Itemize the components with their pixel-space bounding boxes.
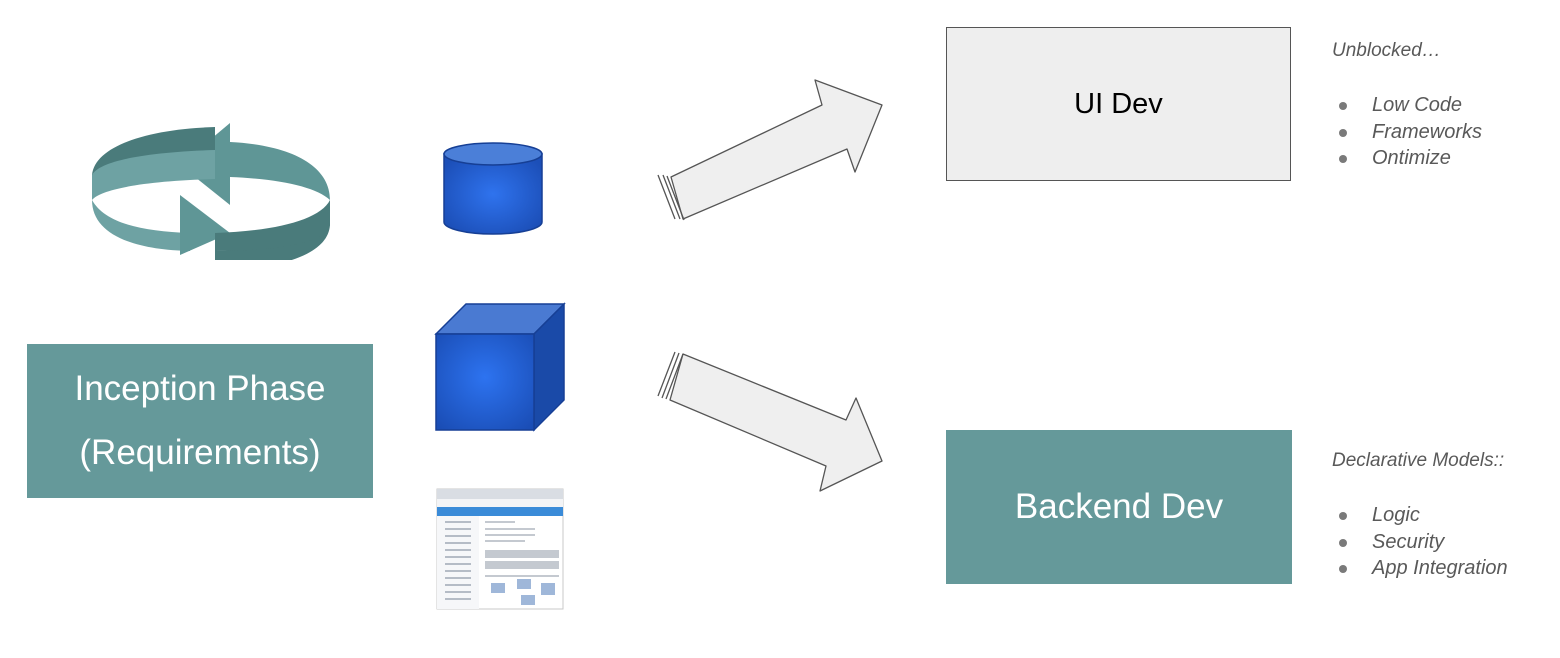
list-item: App Integration bbox=[1332, 555, 1508, 582]
cube-icon bbox=[434, 302, 566, 432]
ui-dev-box: UI Dev bbox=[946, 27, 1291, 181]
ui-dev-notes: Unblocked… Low Code Frameworks Ontimize bbox=[1332, 40, 1482, 172]
ui-dev-notes-list: Low Code Frameworks Ontimize bbox=[1332, 92, 1482, 172]
ui-dev-notes-heading: Unblocked… bbox=[1332, 40, 1441, 61]
inception-subtitle: (Requirements) bbox=[79, 433, 321, 472]
backend-dev-notes-list: Logic Security App Integration bbox=[1332, 502, 1508, 582]
list-item: Frameworks bbox=[1332, 119, 1482, 146]
arrow-to-backend-dev bbox=[657, 351, 883, 492]
app-screenshot-thumbnail bbox=[436, 488, 564, 610]
inception-phase-box: Inception Phase (Requirements) bbox=[27, 344, 373, 498]
backend-dev-box: Backend Dev bbox=[946, 430, 1292, 584]
backend-dev-notes-heading: Declarative Models:: bbox=[1332, 450, 1505, 471]
list-item: Ontimize bbox=[1332, 145, 1482, 172]
backend-dev-label: Backend Dev bbox=[1014, 487, 1224, 526]
database-cylinder-icon bbox=[443, 142, 543, 235]
list-item: Security bbox=[1332, 529, 1508, 556]
ui-dev-label: UI Dev bbox=[1074, 87, 1163, 120]
arrow-to-ui-dev bbox=[657, 79, 883, 221]
list-item: Logic bbox=[1332, 502, 1508, 529]
backend-dev-notes: Declarative Models:: Logic Security App … bbox=[1332, 450, 1508, 582]
inception-title: Inception Phase bbox=[74, 369, 326, 408]
list-item: Low Code bbox=[1332, 92, 1482, 119]
refresh-cycle-icon bbox=[92, 123, 330, 260]
